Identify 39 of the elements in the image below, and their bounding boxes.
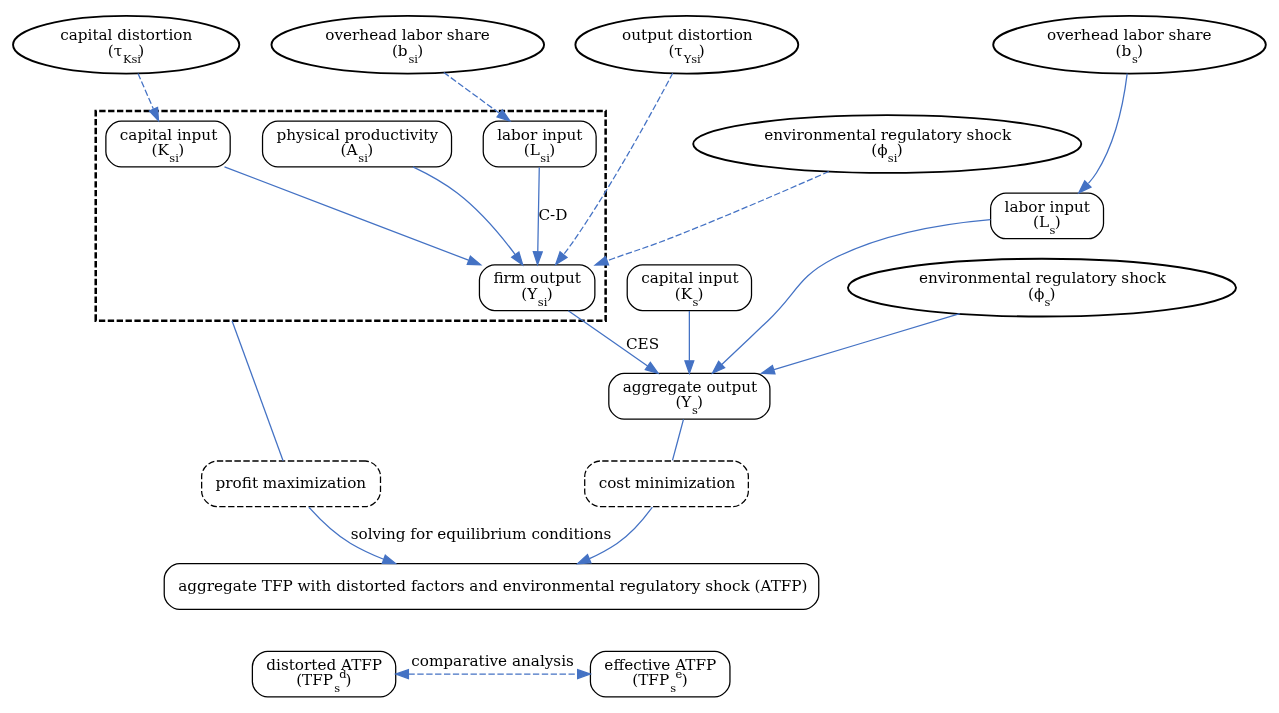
node-ellipse: overhead labor share (b$_{si}$) [270,14,546,75]
arrow [393,668,593,680]
node-box: physical productivity (A$_{si}$) [261,120,453,168]
arrow [308,506,398,565]
connector [231,320,284,462]
edge-label: CES [625,334,660,353]
node-ellipse: output distortion (τ$_{Ysi}$) [574,14,800,75]
arrow [554,72,674,267]
arrow [759,313,961,375]
arrow [593,170,830,266]
arrow [567,310,660,375]
arrow [711,218,992,375]
arrow [1077,73,1128,195]
edge-label: comparative analysis [411,651,574,670]
arrow [137,72,160,123]
node-box: aggregate output (Y$_{s}$) [608,372,771,420]
arrow [443,71,512,123]
node-box: profit maximization [201,460,382,508]
node-box: labor input (L$_{s}$) [990,192,1105,240]
node-ellipse: capital distortion (τ$_{Ksi}$) [12,14,241,75]
node-box: capital input (K$_{si}$) [105,120,231,168]
node-ellipse: overhead labor share (b$_{s}$) [992,14,1267,75]
node-ellipse: environmental regulatory shock (ϕ$_{s}$) [847,257,1237,318]
node-box: effective ATFP (TFP$_{s}$$^{e}$) [589,650,731,698]
node-box: firm output (Y$_{si}$) [478,264,596,312]
arrow [532,166,544,267]
node-box: cost minimization [584,460,749,508]
node-ellipse: environmental regulatory shock (ϕ$_{si}$) [692,114,1083,174]
node-box: capital input (K$_{s}$) [626,264,753,312]
node-box: distorted ATFP (TFP$_{s}$$^{d}$) [251,650,397,698]
node-box: aggregate TFP with distorted factors and environmental regulatory shock (ATFP) [163,563,820,611]
edge-label: solving for equilibrium conditions [350,525,612,544]
arrow [684,310,695,376]
connector [671,418,685,462]
arrow [412,166,524,267]
arrow [223,166,483,266]
arrow [575,506,653,565]
node-box: labor input (L$_{si}$) [482,120,597,168]
edge-label: C-D [538,205,568,224]
